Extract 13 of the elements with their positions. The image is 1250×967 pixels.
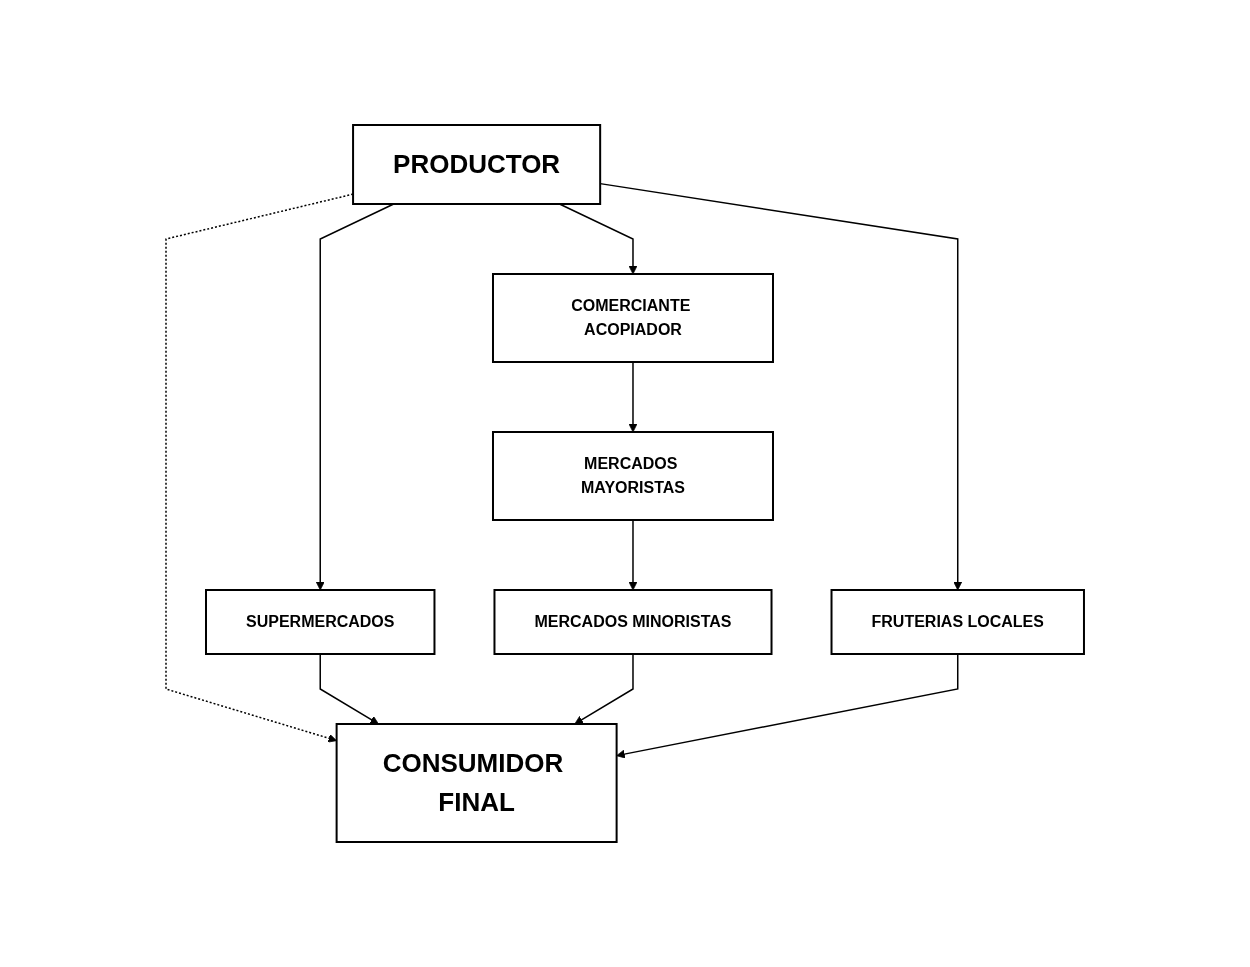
node-box: PRODUCTOR xyxy=(352,124,602,205)
node-box: CONSUMIDOR FINAL xyxy=(335,723,618,843)
arrow xyxy=(315,203,395,591)
node-box: MERCADOS MINORISTAS xyxy=(493,589,773,655)
arrow xyxy=(616,653,959,759)
node-box: FRUTERIAS LOCALES xyxy=(830,589,1085,655)
node-box: MERCADOS MAYORISTAS xyxy=(492,431,774,521)
arrow xyxy=(319,653,379,725)
node-box: SUPERMERCADOS xyxy=(205,589,436,655)
arrow xyxy=(628,361,638,433)
node-box: COMERCIANTE ACOPIADOR xyxy=(492,273,774,363)
arrow xyxy=(574,653,634,725)
arrow xyxy=(628,519,638,591)
